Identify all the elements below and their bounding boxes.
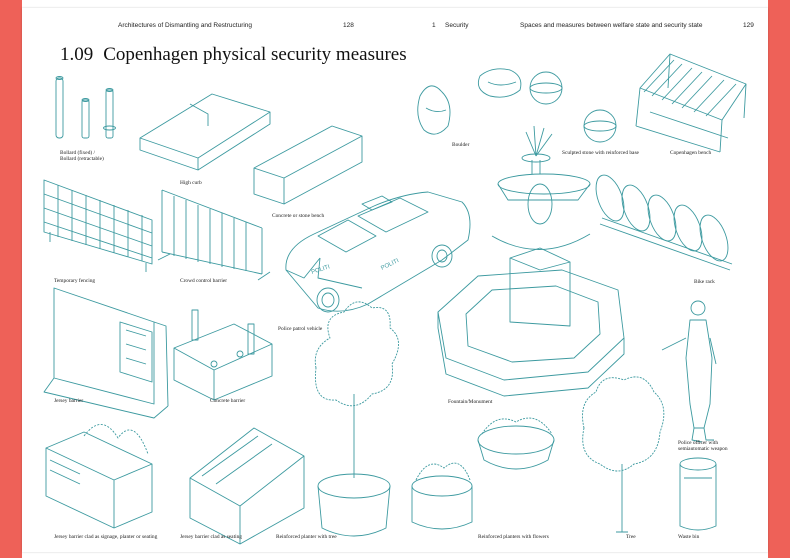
caption-boulder: Boulder: [452, 142, 470, 148]
security-measures-illustration: POLITI POLITI: [43, 53, 747, 545]
jersey-seating-drawing: [189, 427, 305, 545]
copenhagen-bench-drawing: [635, 53, 747, 153]
caption-sculpted-stone: Sculpted stone with reinforced base: [562, 150, 639, 156]
page-area: Architectures of Dismantling and Restruc…: [22, 8, 768, 552]
caption-bike-rack: Bike rack: [694, 279, 715, 285]
section-number: 1: [432, 22, 436, 29]
left-page-edge: [0, 0, 22, 558]
police-car-side-text: POLITI: [380, 258, 400, 272]
caption-bollard: Bollard (fixed) / Bollard (retractable): [60, 150, 104, 163]
left-running-title: Architectures of Dismantling and Restruc…: [118, 22, 253, 29]
right-running-title: Spaces and measures between welfare stat…: [520, 22, 703, 29]
jersey-barrier-drawing: [43, 287, 169, 419]
caption-jersey-barrier: Jersey barrier: [54, 398, 84, 404]
caption-copenhagen-bench: Copenhagen bench: [670, 150, 712, 156]
figure-title: Copenhagen physical security measures: [103, 44, 407, 65]
caption-jersey-seating: Jersey barrier clad as seating: [180, 534, 242, 540]
caption-concrete-bench: Concrete or stone bench: [272, 213, 325, 219]
temporary-fencing-drawing: [43, 179, 153, 272]
caption-concrete-barrier: Concrete barrier: [210, 398, 246, 404]
police-officer-drawing: [661, 300, 717, 443]
caption-crowd-barrier: Crowd control barrier: [180, 278, 228, 284]
caption-waste-bin: Waste bin: [678, 534, 700, 540]
caption-planters-flowers: Reinforced planters with flowers: [478, 534, 549, 540]
concrete-barrier-drawing: [173, 309, 273, 401]
right-page-edge: [768, 0, 790, 558]
crowd-barrier-drawing: [157, 189, 271, 281]
caption-planter-tree: Reinforced planter with tree: [276, 534, 337, 540]
caption-police-officer: Police officer with semiautomatic weapon: [678, 440, 728, 453]
boulder-drawing: [417, 68, 522, 135]
bollard-drawing: [55, 76, 116, 139]
police-car-drawing: [285, 191, 471, 313]
concrete-bench-drawing: [253, 125, 363, 205]
caption-tree: Tree: [626, 534, 636, 540]
bike-rack-drawing: [595, 174, 733, 271]
section-name: Security: [445, 22, 469, 29]
page-title: 1.09 Copenhagen physical security measure…: [60, 44, 407, 66]
waste-bin-drawing: [679, 457, 717, 531]
caption-police-vehicle: Police patrol vehicle: [278, 326, 323, 332]
planter-tree-drawing: [314, 301, 399, 537]
right-page-number: 129: [743, 22, 754, 29]
fountain-drawing: [437, 125, 625, 397]
police-car-lettering: POLITI POLITI: [311, 258, 400, 276]
figure-number: 1.09: [60, 44, 94, 65]
high-curb-drawing: [139, 93, 271, 171]
left-page-number: 128: [343, 22, 354, 29]
sculpted-stone-drawing: [529, 71, 617, 143]
tree-drawing: [582, 376, 665, 533]
caption-jersey-signage: Jersey barrier clad as signage, planter …: [54, 534, 158, 540]
jersey-signage-drawing: [45, 424, 153, 529]
planters-flowers-drawing: [411, 417, 555, 530]
caption-high-curb: High curb: [180, 180, 202, 186]
caption-fountain: Fountain/Monument: [448, 399, 493, 405]
police-car-hood-text: POLITI: [311, 264, 331, 276]
caption-temporary-fencing: Temporary fencing: [54, 278, 96, 284]
